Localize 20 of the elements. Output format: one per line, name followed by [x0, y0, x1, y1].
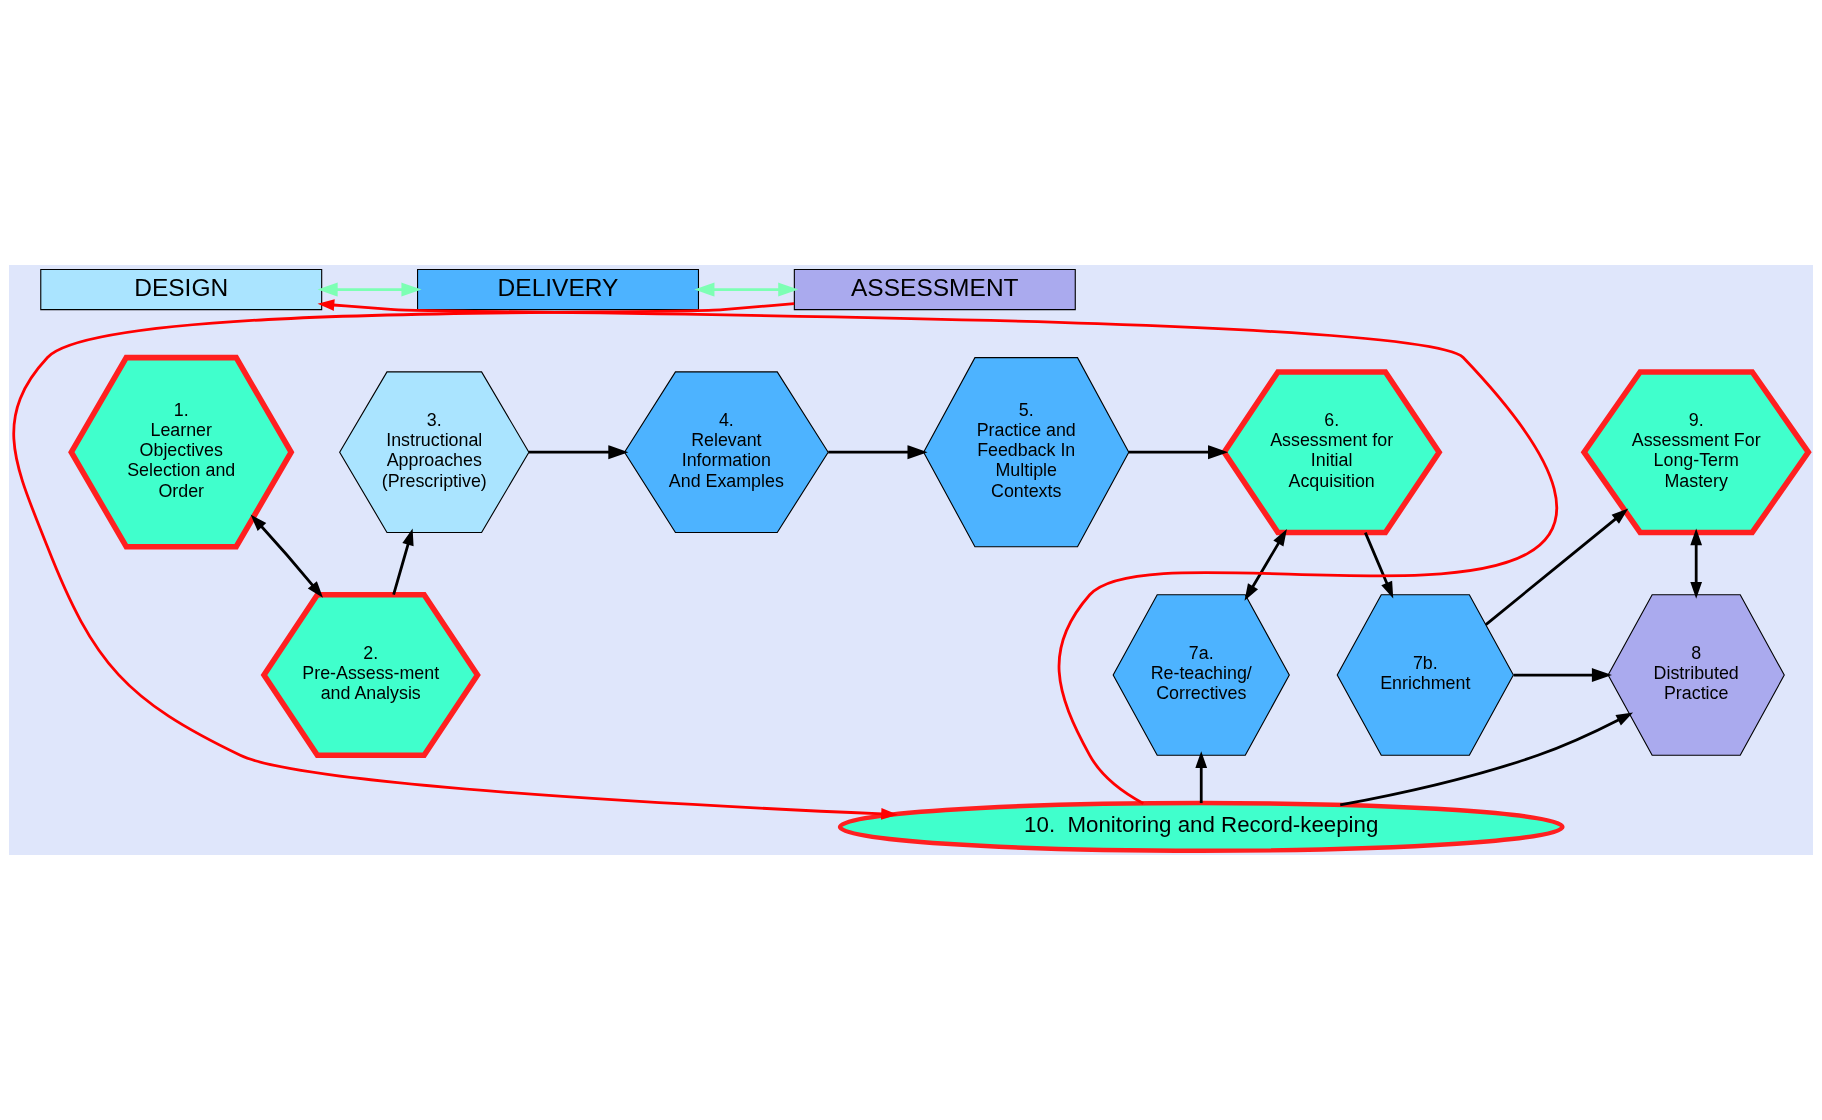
node-box: DESIGN	[40, 268, 323, 311]
arrow	[1485, 508, 1629, 626]
arrow	[529, 445, 629, 460]
arrow	[1128, 445, 1229, 460]
arrow	[250, 514, 323, 598]
arrow	[1513, 668, 1612, 683]
arrow	[317, 299, 1556, 805]
arrow	[694, 282, 799, 297]
arrow	[828, 445, 928, 460]
arrow	[1690, 528, 1703, 599]
node-box: ASSESSMENT	[793, 268, 1076, 311]
arrow	[1339, 712, 1634, 807]
node-box: DELIVERY	[417, 268, 700, 311]
arrow	[1244, 529, 1287, 601]
arrow	[1364, 532, 1394, 599]
arrow	[12, 302, 898, 820]
arrow	[1195, 751, 1208, 804]
arrow	[317, 282, 422, 297]
arrow	[392, 528, 414, 595]
node-ellipse: 10. Monitoring and Record-keeping	[837, 800, 1565, 853]
